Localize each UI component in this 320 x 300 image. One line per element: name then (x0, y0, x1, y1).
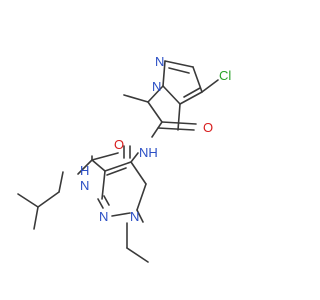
bond (77, 159, 93, 175)
atom-o: O (114, 137, 124, 152)
bond (136, 209, 144, 223)
bond (91, 152, 119, 161)
bond (106, 167, 127, 176)
bond (183, 87, 201, 98)
atom-nh: NH (139, 145, 158, 160)
atom-n: N (152, 79, 161, 94)
bond (168, 67, 190, 74)
bond (111, 212, 131, 217)
bond (151, 121, 163, 138)
atom-h: H (80, 163, 89, 178)
bond-lines (17, 60, 219, 263)
atom-cl: Cl (219, 68, 231, 83)
bond (147, 101, 163, 123)
bond (130, 161, 147, 185)
bond (157, 127, 195, 131)
bond (126, 247, 149, 263)
bond (103, 195, 110, 206)
bond (162, 60, 166, 87)
atom-n: N (155, 54, 164, 69)
bond (177, 103, 181, 131)
atom-o: O (203, 120, 213, 135)
bond (37, 191, 60, 208)
atom-n: N (80, 178, 89, 193)
bond (147, 85, 164, 103)
bond (192, 66, 203, 93)
atom-n: N (130, 209, 139, 224)
bond (91, 159, 106, 172)
bond (17, 193, 39, 208)
bond (136, 183, 147, 211)
bond (179, 91, 203, 105)
bond (130, 152, 139, 163)
bond (162, 85, 181, 105)
bond (97, 198, 104, 209)
bond (33, 206, 39, 230)
bond (201, 79, 219, 93)
bond (161, 121, 197, 125)
bond (164, 60, 194, 68)
bond (58, 171, 64, 193)
atom-n: N (99, 209, 108, 224)
bond (104, 161, 132, 172)
molecule-structure: Cl N N O NH O H N N N (17, 54, 231, 263)
bond (101, 170, 106, 200)
bond (123, 94, 149, 103)
atom-labels: Cl N N O NH O H N N N (80, 54, 231, 224)
